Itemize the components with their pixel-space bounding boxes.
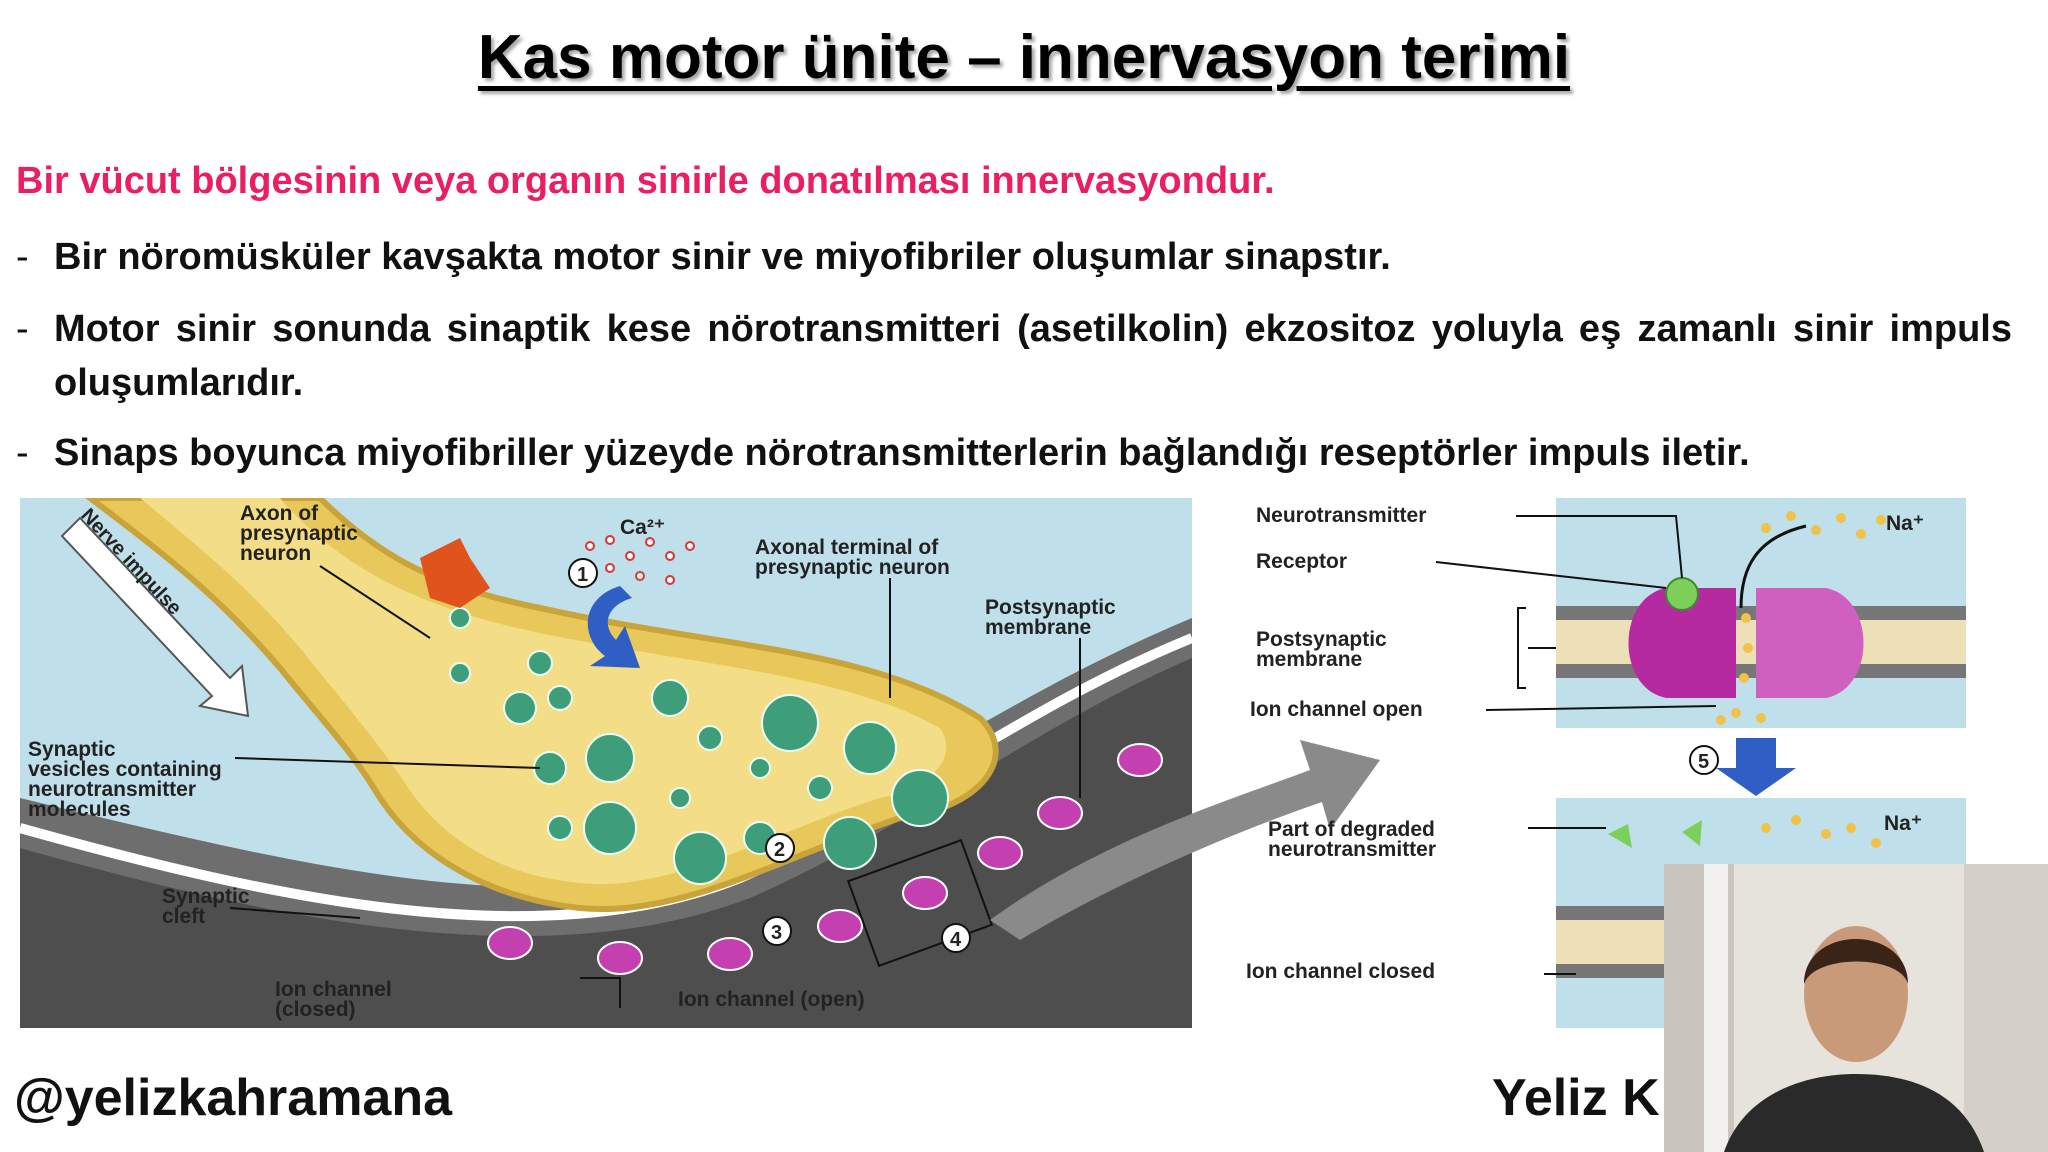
degraded-label-1: Part of degraded — [1268, 818, 1435, 841]
postsynaptic-membrane-label-2: membrane — [1256, 648, 1362, 671]
bullet-marker: - — [16, 308, 29, 350]
bullet-marker: - — [16, 236, 29, 278]
sodium-ions-bottom — [1761, 815, 1881, 848]
muscle-lower — [20, 658, 1192, 1028]
presenter-torso — [1724, 1074, 1984, 1152]
bullet-text: Bir nöromüsküler kavşakta motor sinir ve… — [54, 236, 1391, 278]
open-ion-channel — [1628, 588, 1736, 698]
ion-closed-label-2: (closed) — [275, 998, 356, 1021]
ion-channel-open-label: Ion channel open — [1250, 698, 1423, 721]
postsynaptic-label-2: membrane — [985, 616, 1091, 639]
step-4: 4 — [950, 929, 962, 951]
step-2: 2 — [774, 839, 785, 861]
bullet-text: Motor sinir sonunda sinaptik kese nörotr… — [54, 308, 2012, 404]
lead-definition: Bir vücut bölgesinin veya organın sinirl… — [16, 160, 1275, 202]
sodium-label-top: Na⁺ — [1886, 512, 1924, 535]
bullet-3: - Sinaps boyunca miyofibriller yüzeyde n… — [16, 426, 2012, 480]
postsynaptic-membrane-label-1: Postsynaptic — [1256, 628, 1387, 651]
step-1: 1 — [577, 564, 588, 586]
postsynaptic-label-1: Postsynaptic — [985, 596, 1116, 619]
zoom-box — [846, 838, 994, 968]
bullet-marker: - — [16, 432, 29, 474]
axon-label-1: Axon of — [240, 502, 319, 525]
webcam-overlay — [1664, 864, 2048, 1152]
footer-author: Yeliz K — [1492, 1069, 1660, 1127]
synaptic-vesicles — [449, 607, 949, 885]
vesicles-label-1: Synaptic — [28, 738, 116, 761]
calcium-channel — [420, 538, 490, 608]
step-3: 3 — [771, 922, 782, 944]
axon-label-3: neuron — [240, 542, 311, 565]
calcium-label: Ca²⁺ — [620, 516, 665, 539]
vesicles-label-4: molecules — [28, 798, 131, 821]
degraded-label-2: neurotransmitter — [1268, 838, 1436, 861]
leader-lines — [229, 565, 1081, 1008]
neurotransmitter-label: Neurotransmitter — [1256, 504, 1426, 527]
ion-channels — [487, 743, 1163, 975]
nerve-impulse-arrow — [60, 516, 250, 718]
step-5: 5 — [1698, 751, 1709, 773]
bullet-1: - Bir nöromüsküler kavşakta motor sinir … — [16, 230, 2012, 284]
cleft-label-2: cleft — [162, 905, 205, 928]
ion-closed-label-1: Ion channel — [275, 978, 392, 1001]
calcium-ions — [585, 535, 695, 585]
step-markers: 1 2 3 4 — [568, 558, 971, 953]
open-ion-channel-right — [1756, 588, 1864, 698]
bullet-text: Sinaps boyunca miyofibriller yüzeyde nör… — [54, 432, 1750, 474]
ion-channel-closed-label: Ion channel closed — [1246, 960, 1435, 983]
sodium-label-bottom: Na⁺ — [1884, 812, 1922, 835]
cleft-label-1: Synaptic — [162, 885, 250, 908]
right-leader-lines — [1435, 515, 1717, 975]
presenter-hair — [1804, 939, 1908, 984]
vesicles-label-3: neurotransmitter — [28, 778, 196, 801]
terminal-label-2: presynaptic neuron — [755, 556, 950, 579]
footer-handle: @yelizkahramana — [14, 1069, 453, 1127]
synapse-diagram: Nerve impulse 1 2 3 4 Axon of pre — [20, 498, 1192, 1028]
terminal-label-1: Axonal terminal of — [755, 536, 939, 559]
sodium-ions-top — [1716, 511, 1886, 725]
vesicles-label-2: vesicles containing — [28, 758, 222, 781]
axon-label-2: presynaptic — [240, 522, 358, 545]
presenter-video — [1664, 864, 2048, 1152]
zoom-arrow — [990, 740, 1380, 940]
slide-title: Kas motor ünite – innervasyon terimi — [477, 23, 1571, 92]
sodium-flow-arrow — [1739, 524, 1807, 609]
calcium-influx-arrow — [587, 586, 640, 668]
bullet-2: - Motor sinir sonunda sinaptik kese nöro… — [16, 302, 2012, 410]
axon-inner — [140, 498, 947, 885]
ion-open-label: Ion channel (open) — [678, 988, 865, 1011]
degraded-neurotransmitter — [1608, 820, 1702, 848]
receptor-label: Receptor — [1256, 550, 1347, 573]
bound-neurotransmitter — [1665, 577, 1699, 611]
transition-arrow — [1716, 738, 1796, 796]
